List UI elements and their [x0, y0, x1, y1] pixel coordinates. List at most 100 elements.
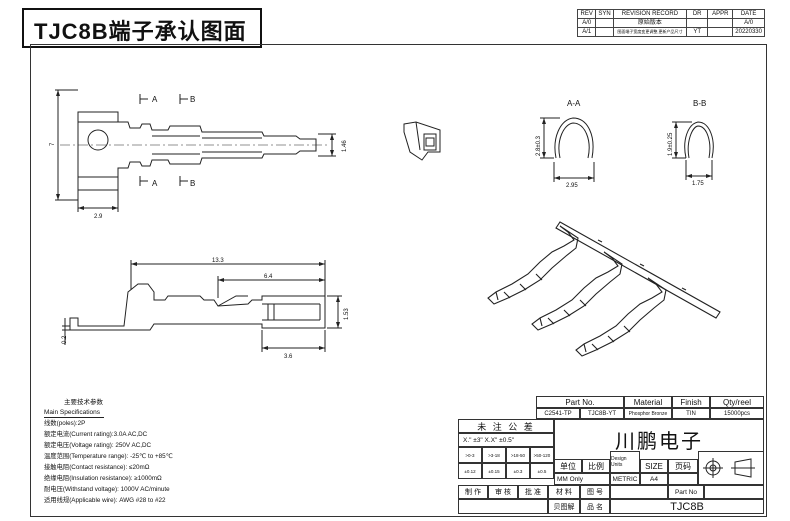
rev-cell: A/1	[576, 27, 597, 37]
spec-line: 额定电流(Current rating):3.0A AC,DC	[44, 431, 148, 438]
tol-range: >50-120	[530, 447, 554, 463]
dim-line-box	[261, 330, 326, 352]
title-box: TJC8B端子承认图面	[22, 8, 262, 48]
revision-row: A/1 图面端子宽度变更调整,更新产品尺寸 YT 20220330	[576, 27, 765, 37]
top-view	[55, 89, 336, 212]
tol-range: >0-3	[458, 447, 482, 463]
part-no-value: TJC8B-YT	[580, 408, 624, 419]
role-label: 审 核	[488, 485, 518, 499]
terminal-iso	[531, 251, 623, 331]
part-no-cell-value	[704, 485, 764, 499]
qty-header: Qty/reel	[710, 396, 764, 408]
side-view-detail	[262, 303, 321, 321]
projection-symbol	[698, 451, 764, 485]
projection-icon	[703, 458, 755, 478]
dim-label-total: 13.3	[212, 258, 224, 264]
drawing-frame	[30, 44, 767, 517]
specifications: 主要技术参数 Main Specifications 线数(poles):2P …	[44, 398, 284, 506]
terminal-iso	[487, 225, 579, 305]
finish-header: Finish	[672, 396, 710, 408]
name-label: 贝图解	[548, 499, 580, 514]
dim-line-aa-height	[540, 117, 560, 159]
finish-value: TIN	[672, 408, 710, 419]
tol-value: ±0.12	[458, 463, 482, 479]
page-label: 页码	[668, 459, 698, 473]
tol-value: ±0.3	[506, 463, 530, 479]
section-aa-profile	[554, 117, 594, 159]
dim-label-bb-height: 1.9±0.25	[668, 132, 674, 156]
role-label: 材 料	[548, 485, 580, 499]
size-label: SIZE	[640, 459, 668, 473]
design-units-label: Design Units	[610, 451, 640, 473]
arrowheads	[56, 90, 712, 350]
tolerance-value: X." ±3" X.X" ±0.5"	[458, 433, 554, 447]
appr-cell	[707, 27, 734, 37]
dim-label-box: 3.6	[284, 354, 293, 360]
side-view-outline	[69, 283, 326, 331]
role-label: 图 号	[580, 485, 610, 499]
dim-label-height: 7	[50, 142, 56, 146]
section-marker-b	[179, 94, 188, 186]
spec-line: 耐电压(Withstand voltage): 1000V AC/minute	[44, 486, 170, 493]
dim-label-aa-height: 2.8±0.3	[536, 135, 542, 156]
name-label: 品 名	[580, 499, 610, 514]
dim-label-crimp: 6.4	[264, 274, 273, 280]
dim-line-aa-width	[553, 162, 595, 182]
section-aa-view	[540, 117, 595, 182]
drawing-title: TJC8B端子承认图面	[34, 19, 247, 44]
top-view-outline	[77, 111, 317, 191]
end-view-detail	[415, 121, 437, 151]
dr-cell: YT	[686, 27, 709, 37]
unit-label: 单位	[554, 459, 582, 473]
scale-value: METRIC	[610, 473, 640, 485]
tol-range: >3-18	[482, 447, 506, 463]
tolerance-label: 未 注 公 差	[458, 419, 554, 433]
syn-cell	[595, 27, 614, 37]
company-name: 川鹏电子	[554, 419, 764, 459]
end-view-outline	[403, 121, 441, 161]
section-title-aa: A-A	[567, 99, 581, 108]
section-title-bb: B-B	[693, 99, 706, 108]
spec-heading-en: Main Specifications	[44, 408, 104, 418]
page-value	[668, 473, 698, 485]
dim-line-height	[55, 89, 78, 201]
product-name: TJC8B	[610, 499, 764, 514]
dim-label-tip: 1.46	[342, 140, 348, 152]
carrier-strip	[555, 221, 721, 319]
tol-value: ±0.15	[482, 463, 506, 479]
role-label: 批 准	[518, 485, 548, 499]
tol-range: >18-50	[506, 447, 530, 463]
blank-cell	[610, 485, 668, 499]
dim-line-total	[130, 260, 326, 294]
material-value: Phosphor Bronze	[624, 408, 672, 419]
scale-label: 比例	[582, 459, 610, 473]
spec-line: 温度范围(Temperature range): -25℃ to +85℃	[44, 453, 173, 460]
iso-terminals	[487, 221, 721, 357]
date-cell: 20220330	[732, 27, 765, 37]
title-block: Part No. Material Finish Qty/reel C2541-…	[458, 396, 764, 514]
terminal-iso	[575, 277, 667, 357]
section-bb-profile	[684, 121, 714, 159]
qty-value: 15000pcs	[710, 408, 764, 419]
end-view	[403, 121, 441, 161]
dim-label-aa-width: 2.95	[566, 183, 578, 189]
carrier-holes	[597, 239, 687, 291]
part-no-value: C2541-TP	[536, 408, 580, 419]
section-label-a: A	[152, 95, 158, 104]
section-marker-a	[139, 94, 148, 186]
section-label-b: B	[190, 95, 195, 104]
dim-line-height-side	[327, 295, 342, 329]
spec-heading-cn: 主要技术参数	[64, 399, 103, 406]
role-label: 制 作	[458, 485, 488, 499]
dim-line-thickness	[62, 318, 70, 345]
section-bb-view	[672, 121, 714, 180]
section-label-b: B	[190, 179, 195, 188]
dim-label-width: 2.9	[94, 214, 103, 220]
blank-cell	[458, 499, 548, 514]
side-view	[62, 260, 342, 352]
dim-line-crimp	[217, 276, 326, 298]
dim-label-height-side: 1.53	[344, 308, 350, 320]
spec-line: 接触电阻(Contact resistance): ≤20mΩ	[44, 464, 150, 471]
spec-line: 绝缘电阻(Insulation resistance): ≥1000mΩ	[44, 475, 162, 482]
